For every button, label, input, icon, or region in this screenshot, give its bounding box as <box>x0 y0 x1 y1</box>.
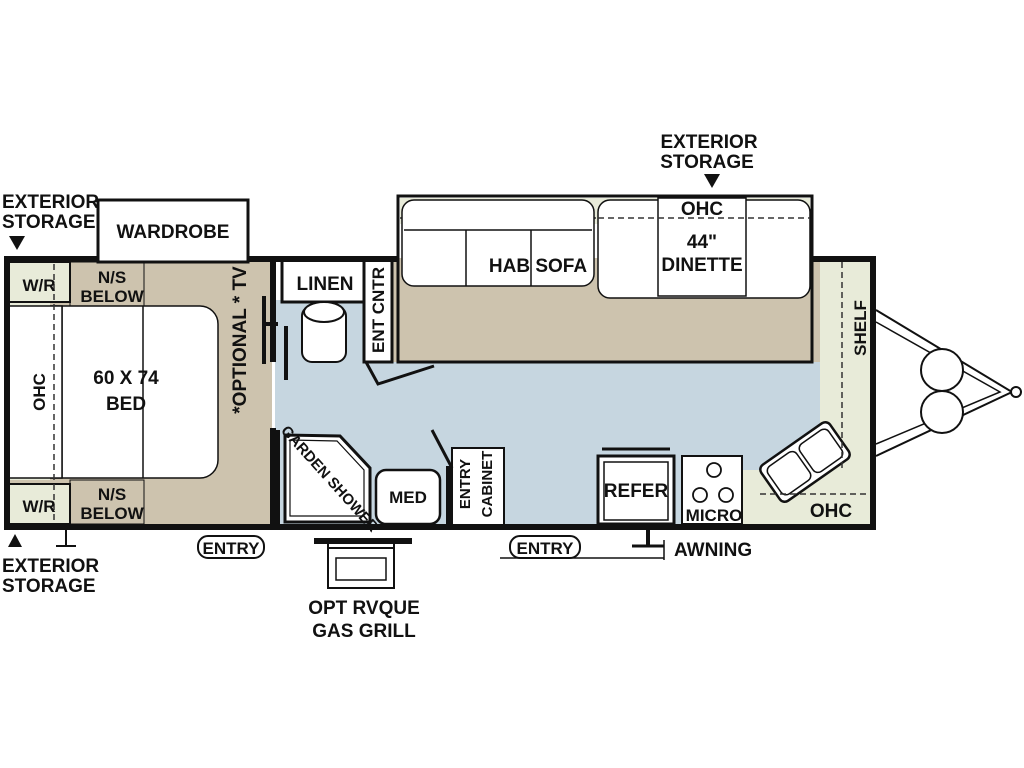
ns-below-bottom-line1: N/S <box>98 485 126 504</box>
kitchen-sink <box>759 420 851 504</box>
ent-cntr-cabinet <box>362 256 394 364</box>
toilet-bowl <box>303 301 345 323</box>
ns-below-top-line2: BELOW <box>80 287 144 306</box>
gas-grill-line1: OPT RVQUE <box>308 598 420 619</box>
refer-label: REFER <box>604 481 669 502</box>
entry-step-left <box>197 535 265 559</box>
ohc-left-label: OHC <box>30 373 49 411</box>
gas-grill <box>327 547 395 589</box>
linen-label: LINEN <box>297 274 354 295</box>
entry-cabinet <box>451 447 505 527</box>
propane-tank-bottom <box>920 390 964 434</box>
arrow-down-icon <box>704 174 720 188</box>
ns-below-top-box <box>69 261 145 307</box>
dinette-label-line2: DINETTE <box>661 255 742 276</box>
arrow-up-icon <box>8 534 22 547</box>
exterior-storage-top-left-line1: EXTERIOR <box>2 192 99 213</box>
ns-below-top-line1: N/S <box>98 268 126 287</box>
optional-tv-label: *OPTIONAL * TV <box>230 266 251 414</box>
grill-bar <box>314 538 412 544</box>
hitch <box>875 309 1022 457</box>
entry-cabinet-line2: CABINET <box>479 451 496 518</box>
ent-cntr-label: ENT CNTR <box>369 267 388 353</box>
exterior-storage-bottom-left-line1: EXTERIOR <box>2 556 99 577</box>
dinette-label-line1: 44" <box>687 232 717 253</box>
wardrobe <box>96 198 250 264</box>
wr-top-label: W/R <box>22 276 55 295</box>
entry-right-label: ENTRY <box>517 539 575 558</box>
awning-label: AWNING <box>674 540 752 561</box>
wr-bottom-label: W/R <box>22 497 55 516</box>
ohc-top-label: OHC <box>681 199 724 220</box>
garden-shower <box>283 433 372 524</box>
exterior-storage-top-right-line1: EXTERIOR <box>660 132 757 153</box>
shelf-label: SHELF <box>851 300 870 356</box>
arrow-down-icon <box>9 236 25 250</box>
entry-cabinet-line1: ENTRY <box>457 459 474 509</box>
stove-micro <box>681 455 743 525</box>
micro-label: MICRO <box>686 506 743 525</box>
exterior-storage-bottom-left-line2: STORAGE <box>2 576 96 597</box>
ns-below-bottom-line2: BELOW <box>80 504 144 523</box>
exterior-storage-top-left-line2: STORAGE <box>2 212 96 233</box>
propane-tank-top <box>920 348 964 392</box>
stove-burners <box>692 462 734 503</box>
awning-arm <box>646 530 650 546</box>
entry-left-label: ENTRY <box>203 539 261 558</box>
hab-sofa <box>401 199 595 287</box>
wardrobe-label: WARDROBE <box>117 222 230 243</box>
ohc-right-label: OHC <box>810 501 853 522</box>
hab-sofa-label: HAB SOFA <box>489 256 587 277</box>
med-label: MED <box>389 488 427 507</box>
bed-label-line2: BED <box>106 394 146 415</box>
gas-grill-line2: GAS GRILL <box>312 621 416 642</box>
bed-label-line1: 60 X 74 <box>93 368 159 389</box>
slideout-outline <box>396 194 814 364</box>
exterior-storage-top-right-line2: STORAGE <box>660 152 754 173</box>
